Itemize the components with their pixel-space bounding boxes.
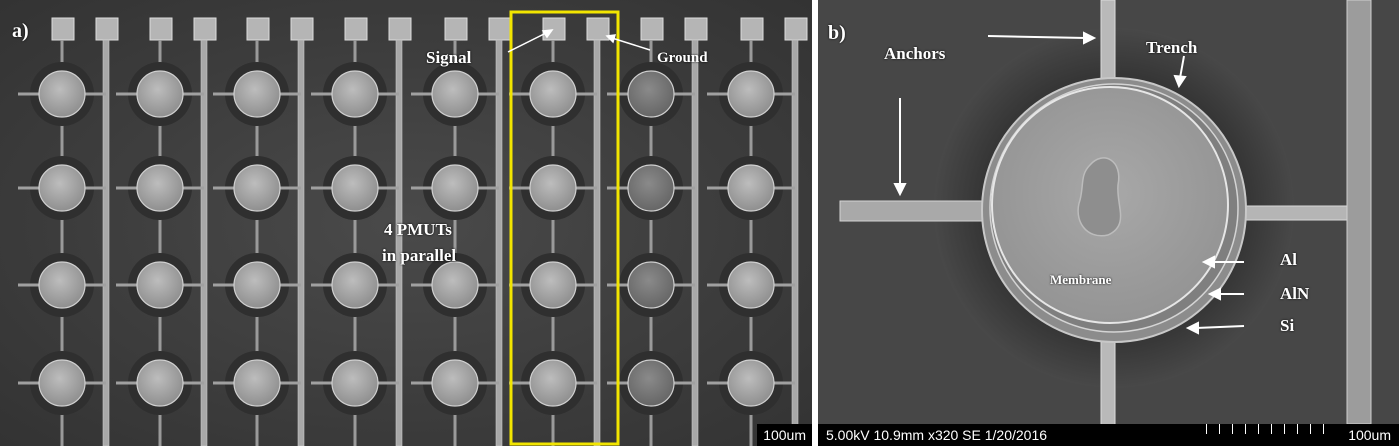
sem-image-array: a) Signal Ground 4 PMUTs in parallel 100… xyxy=(0,0,812,446)
pmut-array-graphic xyxy=(0,0,812,446)
anchors-label: Anchors xyxy=(884,44,946,63)
scale-bar-a: 100um xyxy=(757,424,812,446)
panel-a-label: a) xyxy=(12,20,29,42)
al-label: Al xyxy=(1280,250,1297,269)
scale-bar-b: 100um xyxy=(1348,427,1391,443)
single-pmut-graphic xyxy=(818,0,1399,427)
si-label: Si xyxy=(1280,316,1295,335)
sem-info: 5.00kV 10.9mm x320 SE 1/20/2016 xyxy=(826,427,1048,443)
membrane-label: Membrane xyxy=(1050,272,1112,287)
signal-label: Signal xyxy=(426,48,472,67)
pmut-label-line2: in parallel xyxy=(382,246,457,265)
highlight-box xyxy=(509,10,620,446)
panel-b-label: b) xyxy=(828,22,846,44)
pmut-label-line1: 4 PMUTs xyxy=(384,220,452,239)
scale-ticks xyxy=(1206,424,1337,434)
ground-label: Ground xyxy=(657,50,708,66)
aln-label: AlN xyxy=(1280,284,1310,303)
trench-label: Trench xyxy=(1146,38,1198,57)
sem-image-single-pmut: b) Anchors Trench Membrane Al AlN Si 5.0… xyxy=(818,0,1399,446)
sem-info-bar: 5.00kV 10.9mm x320 SE 1/20/2016 100um xyxy=(818,424,1399,446)
